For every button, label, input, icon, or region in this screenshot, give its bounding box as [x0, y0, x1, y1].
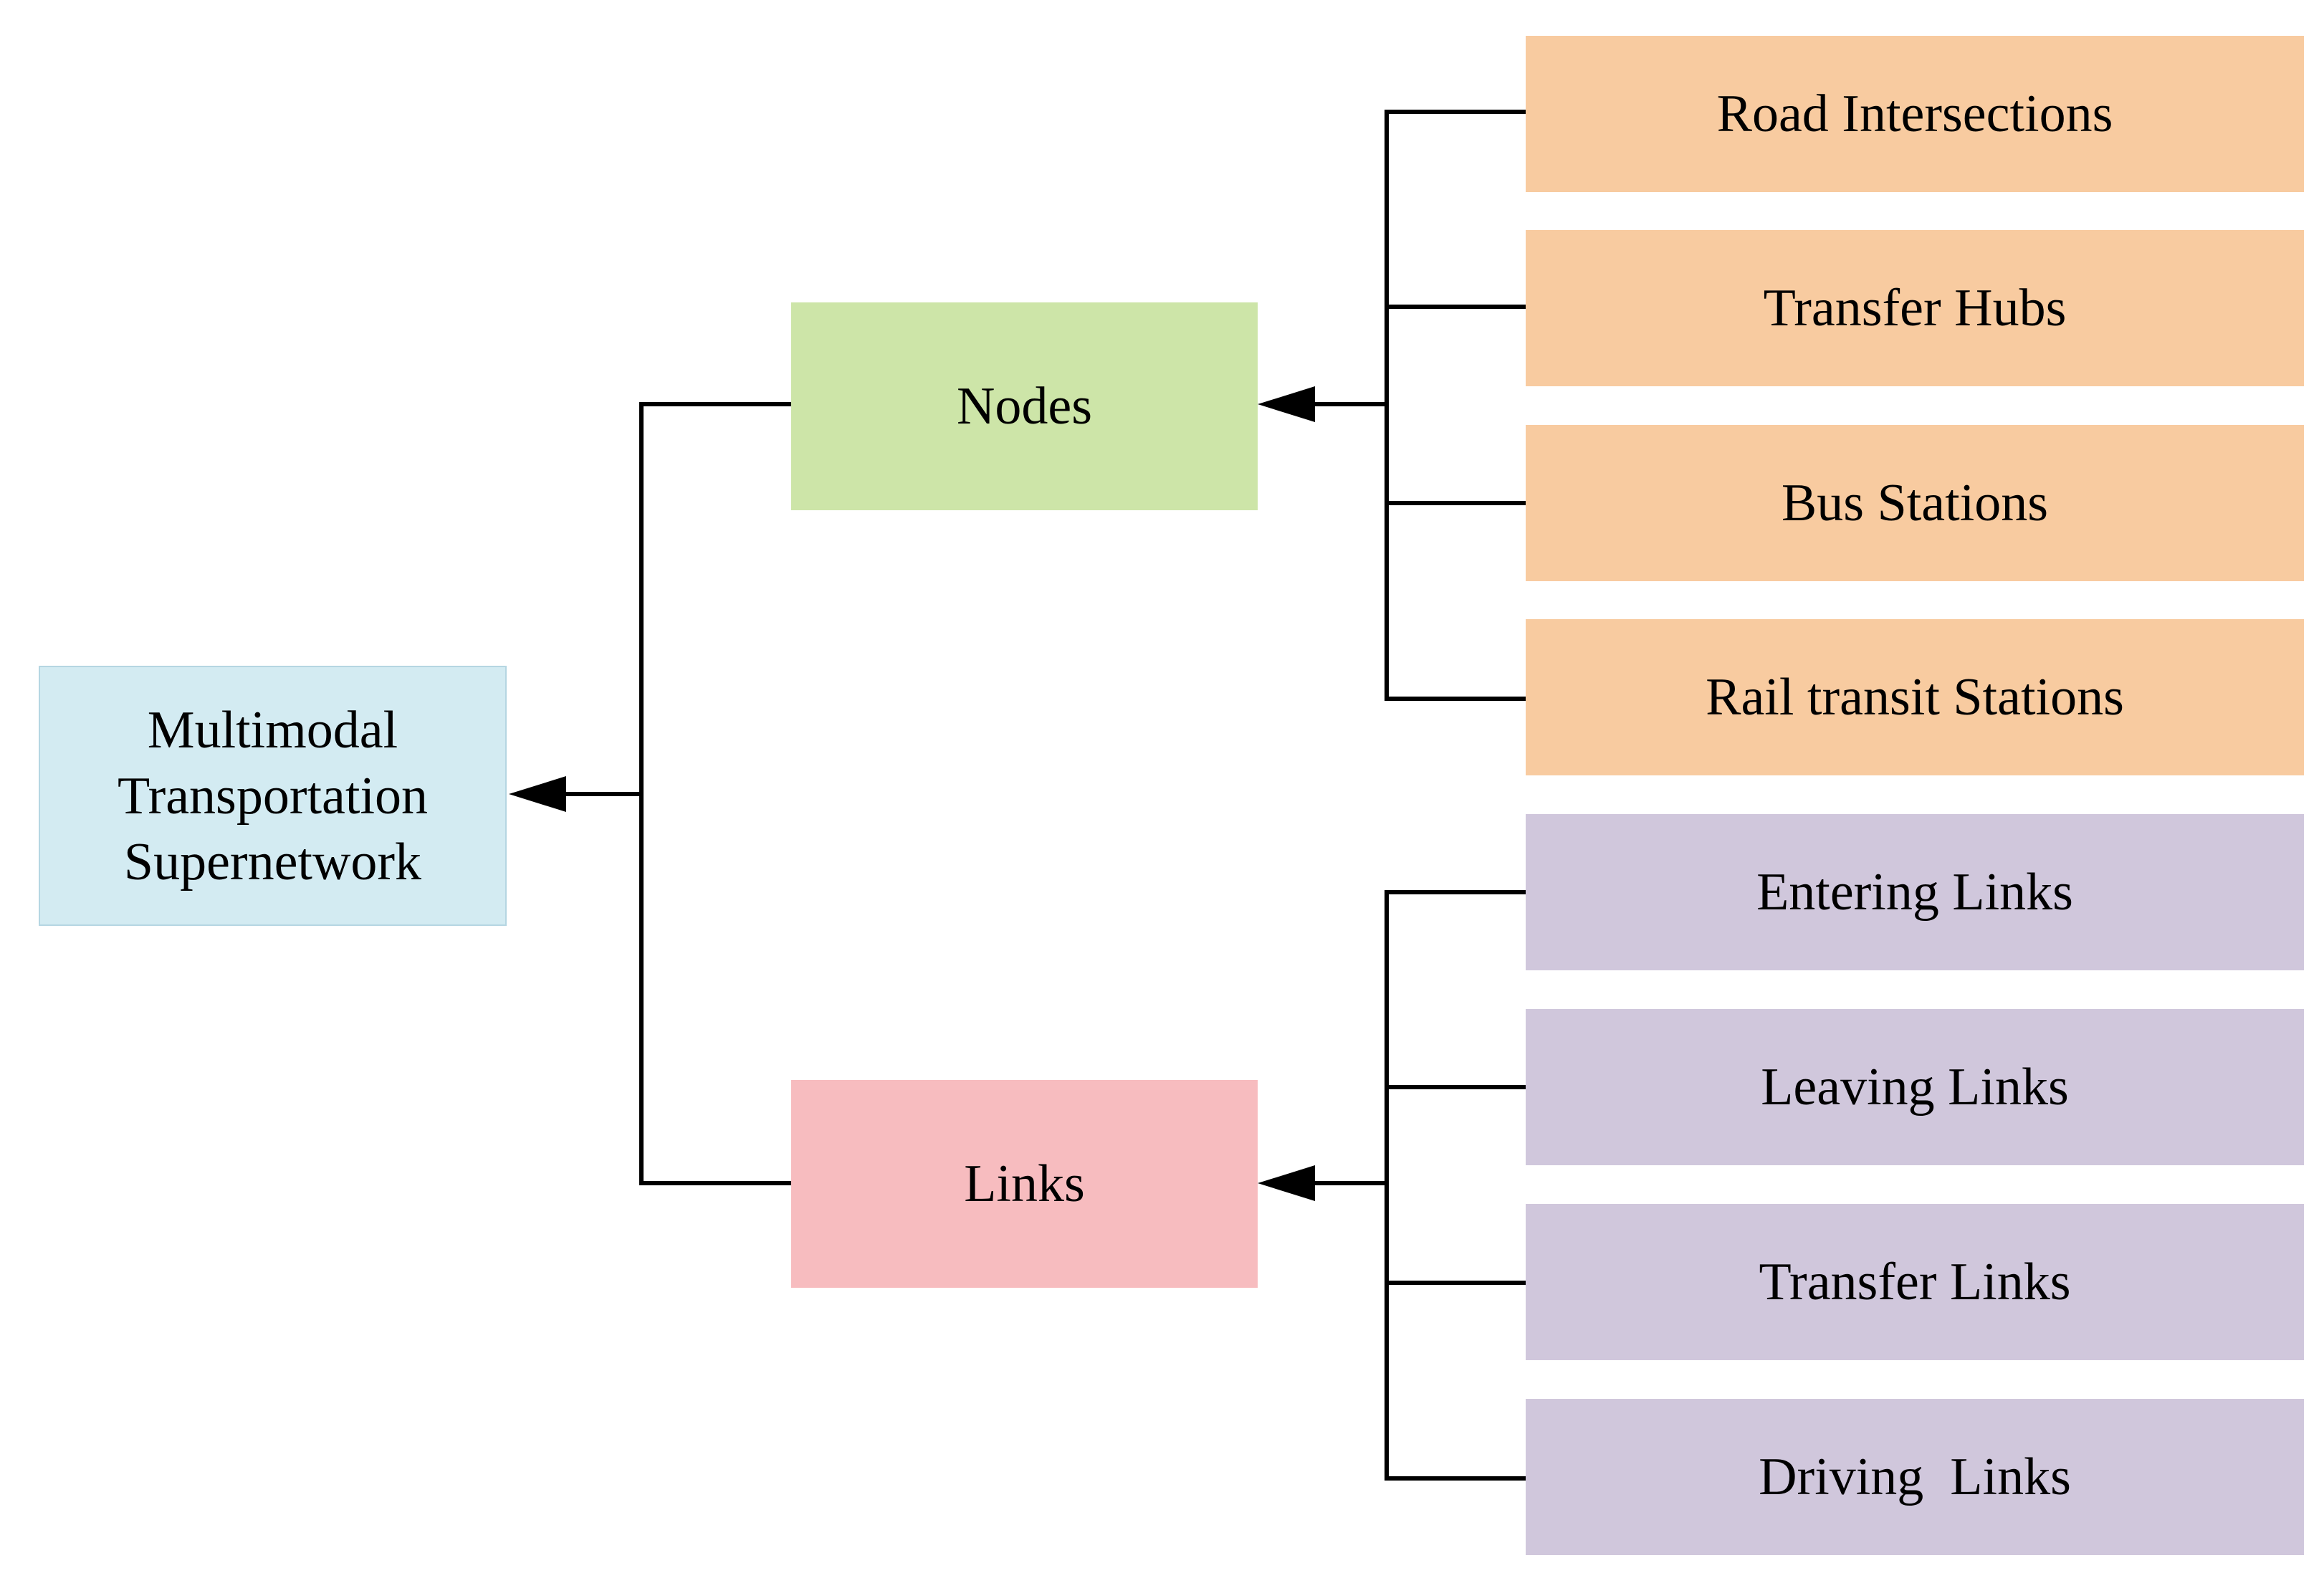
- root-label: Multimodal Transportation Supernetwork: [118, 697, 428, 895]
- root-arrow-head: [509, 776, 566, 812]
- link-leaf-label: Transfer Links: [1759, 1253, 2071, 1311]
- link-leaf-entering-links: Entering Links: [1526, 814, 2304, 970]
- nodes-box: Nodes: [791, 302, 1258, 510]
- node-leaf-rail-transit-stations: Rail transit Stations: [1526, 619, 2304, 775]
- node-leaf-bus-stations: Bus Stations: [1526, 425, 2304, 581]
- root-label-line-1: Multimodal: [147, 700, 398, 760]
- links-label: Links: [964, 1154, 1085, 1213]
- node-leaf-label: Rail transit Stations: [1706, 668, 2124, 727]
- nodes-arrow-head: [1258, 386, 1315, 422]
- links-arrow-head: [1258, 1165, 1315, 1201]
- nodes-connector: [1310, 110, 1527, 701]
- node-leaf-road-intersections: Road Intersections: [1526, 36, 2304, 192]
- link-leaf-driving-links: Driving Links: [1526, 1399, 2304, 1555]
- root-label-line-2: Transportation: [117, 766, 429, 826]
- links-box: Links: [791, 1080, 1258, 1288]
- node-leaf-label: Transfer Hubs: [1763, 279, 2067, 338]
- link-leaf-label: Entering Links: [1756, 863, 2073, 922]
- root-box: Multimodal Transportation Supernetwork: [39, 666, 507, 926]
- link-leaf-leaving-links: Leaving Links: [1526, 1009, 2304, 1165]
- root-connector: [559, 402, 791, 1185]
- link-leaf-label: Driving Links: [1759, 1448, 2071, 1506]
- link-leaf-transfer-links: Transfer Links: [1526, 1204, 2304, 1360]
- node-leaf-label: Bus Stations: [1781, 474, 2049, 532]
- root-label-line-3: Supernetwork: [123, 832, 422, 891]
- links-connector: [1310, 890, 1527, 1481]
- node-leaf-label: Road Intersections: [1716, 85, 2113, 143]
- nodes-label: Nodes: [956, 377, 1093, 436]
- link-leaf-label: Leaving Links: [1761, 1058, 2069, 1117]
- node-leaf-transfer-hubs: Transfer Hubs: [1526, 230, 2304, 386]
